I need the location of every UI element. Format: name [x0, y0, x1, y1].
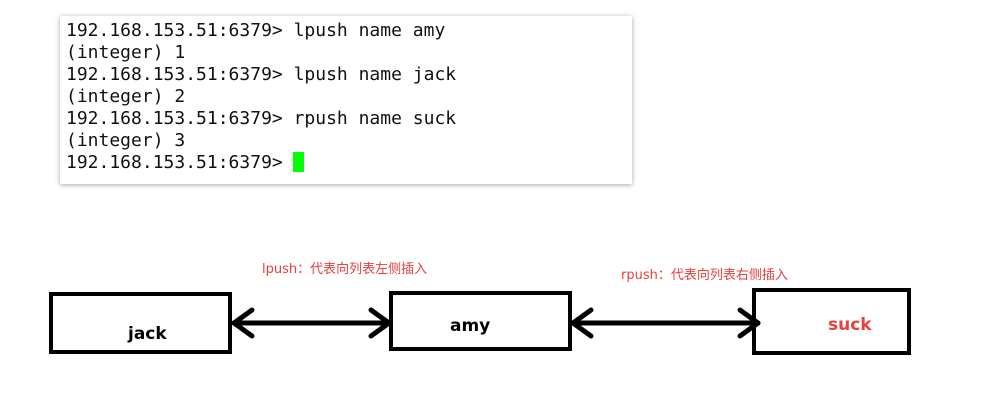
terminal-prompt-line[interactable]: 192.168.153.51:6379> [66, 152, 632, 174]
terminal-line: 192.168.153.51:6379> rpush name suck [66, 108, 457, 129]
arrows-layer [231, 307, 761, 339]
terminal-prompt: 192.168.153.51:6379> [66, 152, 283, 173]
terminal-line: 192.168.153.51:6379> lpush name jack [66, 64, 457, 85]
list-node-amy [389, 291, 572, 351]
double-arrow-amy-suck [570, 307, 761, 339]
list-node-suck [752, 288, 911, 355]
terminal-line: 192.168.153.51:6379> lpush name amy [66, 20, 446, 41]
node-label-amy: amy [450, 316, 491, 336]
rpush-annotation: rpush：代表向列表右侧插入 [621, 268, 788, 283]
lpush-annotation: lpush：代表向列表左侧插入 [262, 262, 428, 277]
node-label-jack: jack [128, 324, 167, 344]
node-label-suck: suck [828, 315, 872, 335]
list-diagram: lpush：代表向列表左侧插入 rpush：代表向列表右侧插入 jack amy… [0, 200, 988, 402]
double-arrow-jack-amy [231, 307, 392, 339]
terminal-line: (integer) 2 [66, 86, 186, 107]
terminal-line: (integer) 3 [66, 130, 186, 151]
terminal-window: 192.168.153.51:6379> lpush name amy (int… [60, 16, 632, 184]
terminal-cursor [292, 152, 304, 172]
list-node-jack [49, 292, 232, 354]
terminal-line: (integer) 1 [66, 42, 186, 63]
